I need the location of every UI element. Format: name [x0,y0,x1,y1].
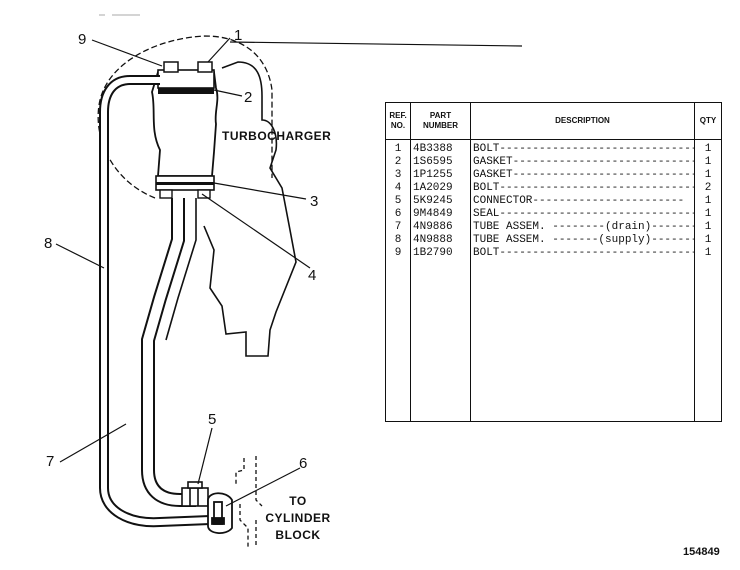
detail-circle [97,35,273,199]
table-row: 9 1B2790 BOLT---------------------------… [385,247,722,260]
table-row: 7 4N9886 TUBE ASSEM. --------(drain)----… [385,221,722,234]
callout-4: 4 [308,267,316,284]
turbocharger-label: TURBOCHARGER [222,129,331,143]
callout-7: 7 [46,453,54,470]
callout-5: 5 [208,411,216,428]
table-row: 8 4N9888 TUBE ASSEM. -------(supply)----… [385,234,722,247]
callout-3: 3 [310,193,318,210]
seal-fitting [207,492,233,534]
callout-8: 8 [44,235,52,252]
figure-number: 154849 [683,546,720,558]
to-cylinder-block-line-1: TO [289,494,306,508]
cylinder-block-edge [235,456,263,548]
callout-2: 2 [244,89,252,106]
header-qty: QTY [694,102,722,140]
table-row: 1 4B3388 BOLT---------------------------… [385,139,722,156]
leader-lines [55,37,523,507]
table-row: 6 9M4849 SEAL---------------------------… [385,208,722,221]
table-row: 5 5K9245 CONNECTOR----------------------… [385,195,722,208]
callout-6: 6 [299,455,307,472]
engine-outline [203,61,297,357]
header-description: DESCRIPTION [470,102,695,140]
to-cylinder-block-line-2: CYLINDER [265,511,330,525]
table-row: 4 1A2029 BOLT---------------------------… [385,182,722,195]
turbocharger-body [151,61,219,199]
connector-fitting [181,481,209,507]
to-cylinder-block-line-3: BLOCK [275,528,320,542]
callout-1: 1 [234,27,242,44]
header-ref-no: REF.NO. [385,102,411,140]
table-row: 3 1P1255 GASKET-------------------------… [385,169,722,182]
callout-9: 9 [78,31,86,48]
table-row: 2 1S6595 GASKET-------------------------… [385,156,722,169]
table-filler-row [385,260,722,422]
